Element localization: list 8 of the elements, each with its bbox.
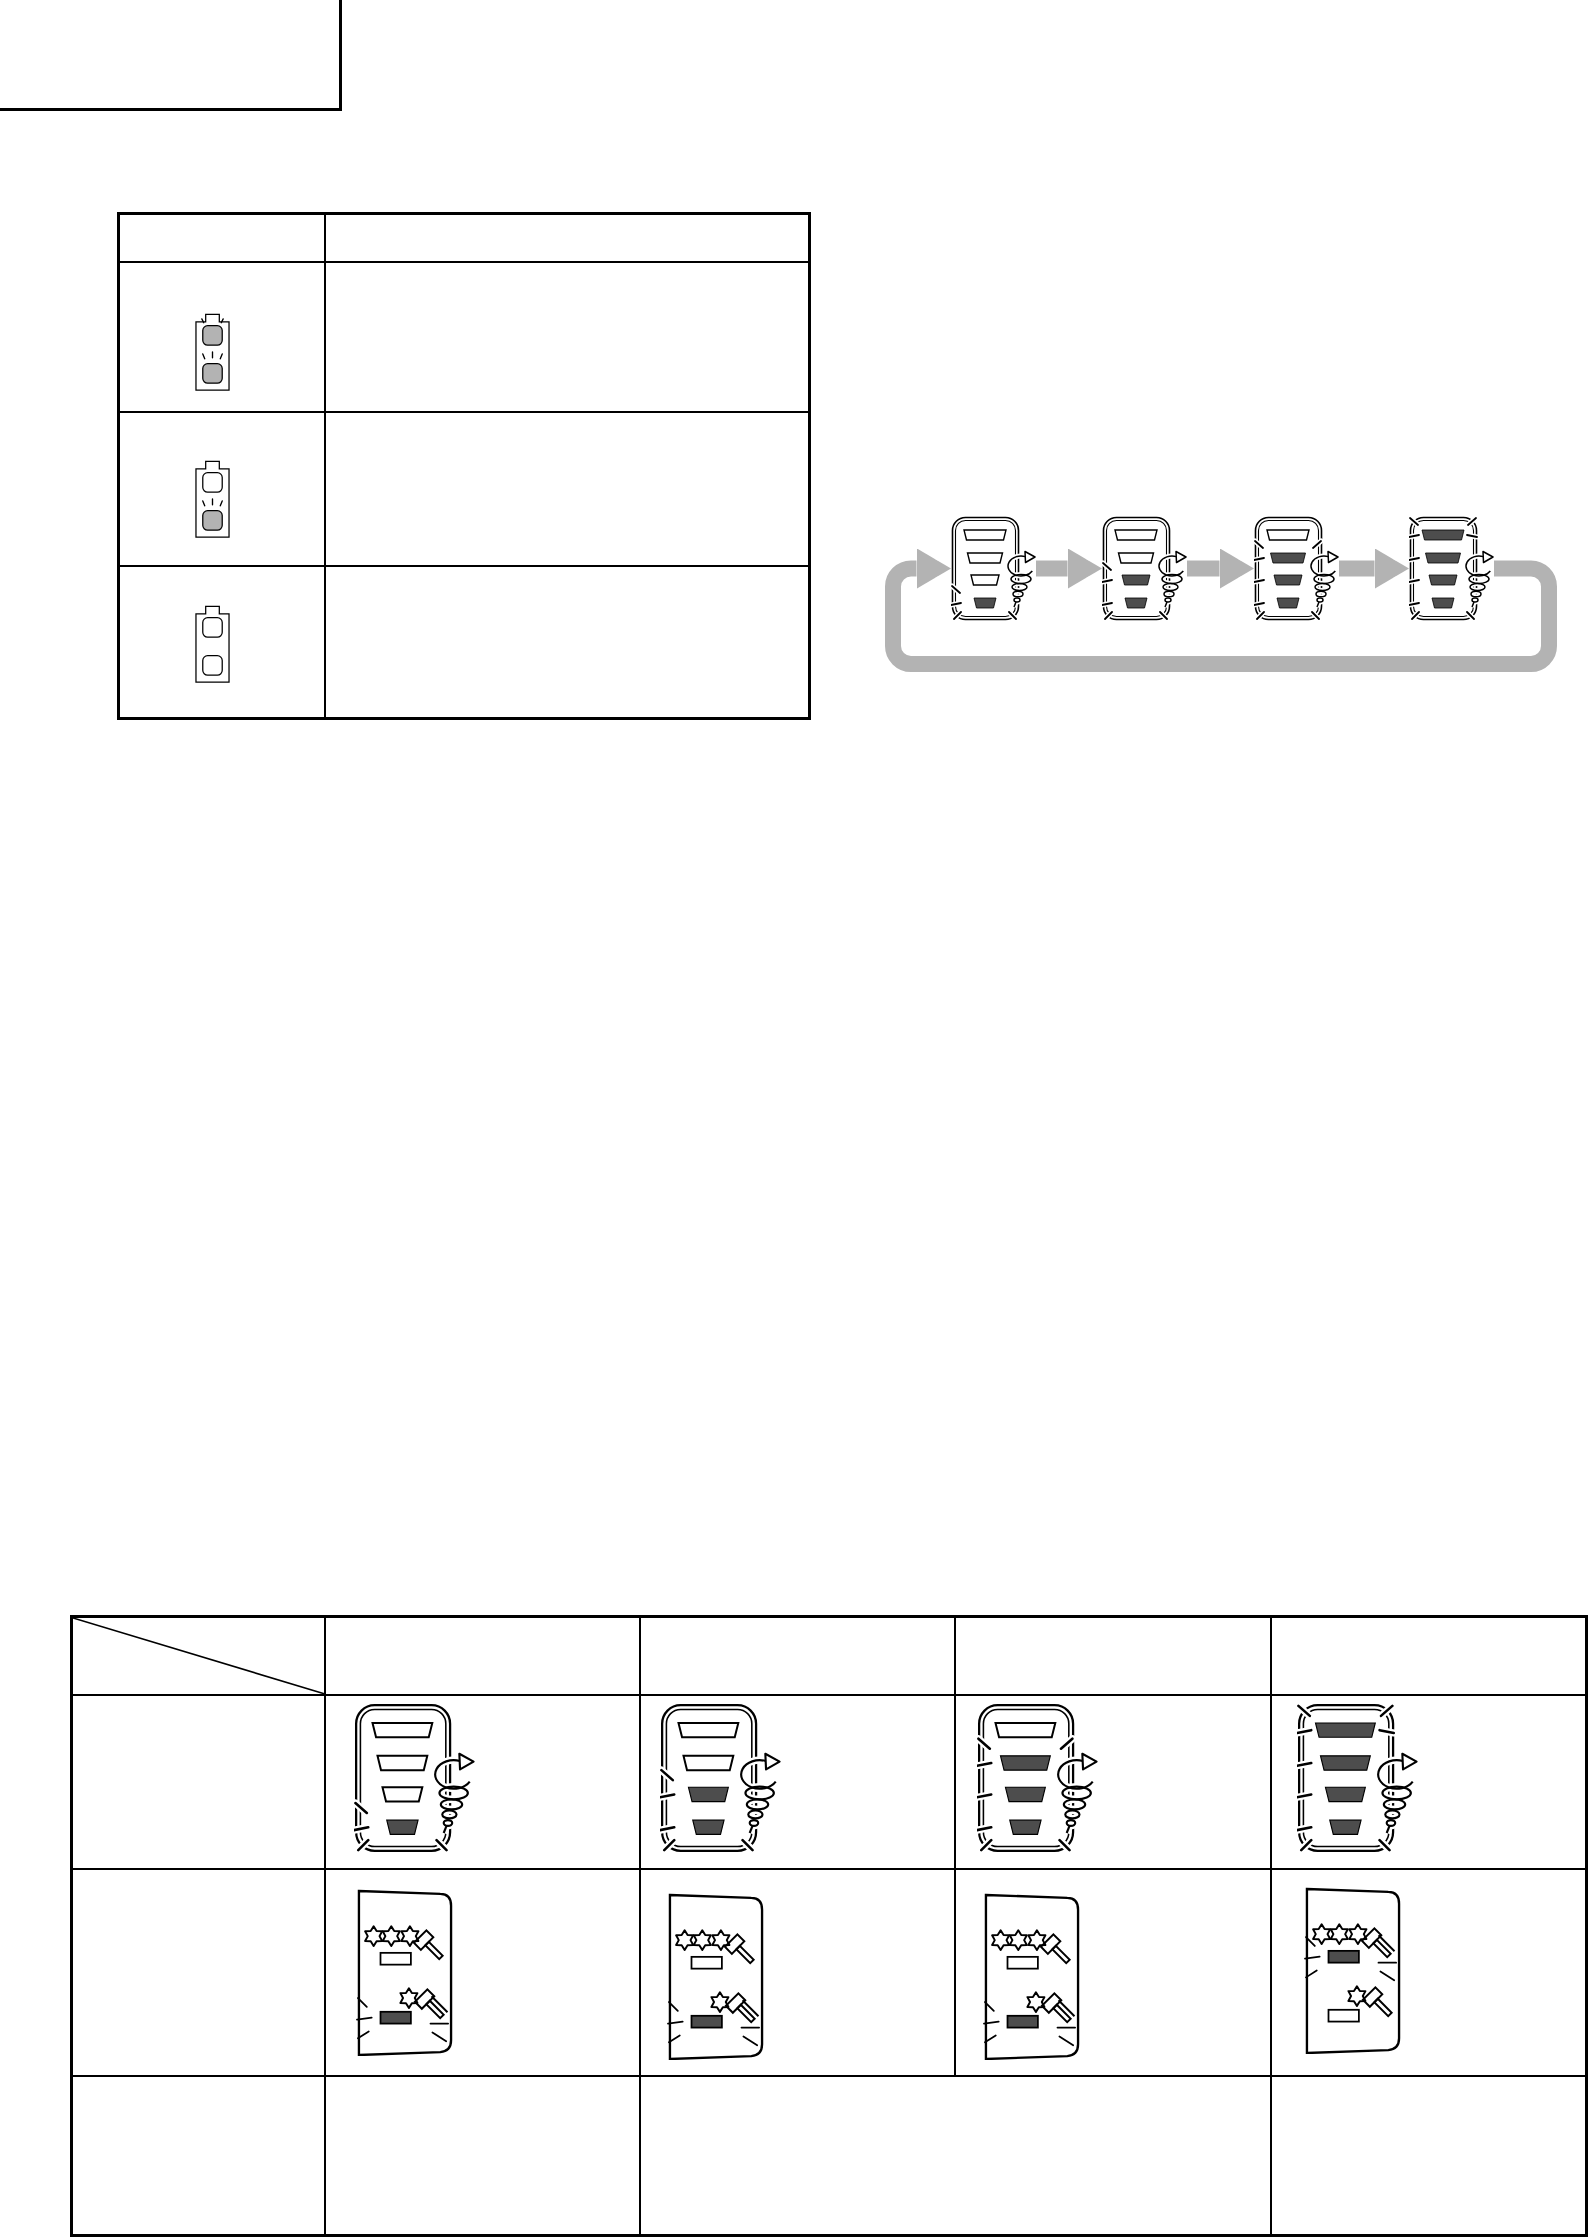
- arrow: [1339, 548, 1409, 589]
- level-indicator-icon: [951, 516, 1036, 621]
- level-indicator-icon: [1102, 516, 1187, 621]
- arrow: [1036, 548, 1102, 589]
- arrow: [885, 548, 1557, 672]
- level-indicator-icon: [1409, 516, 1494, 621]
- arrow: [1187, 548, 1254, 589]
- level-indicator-icon: [1254, 516, 1339, 621]
